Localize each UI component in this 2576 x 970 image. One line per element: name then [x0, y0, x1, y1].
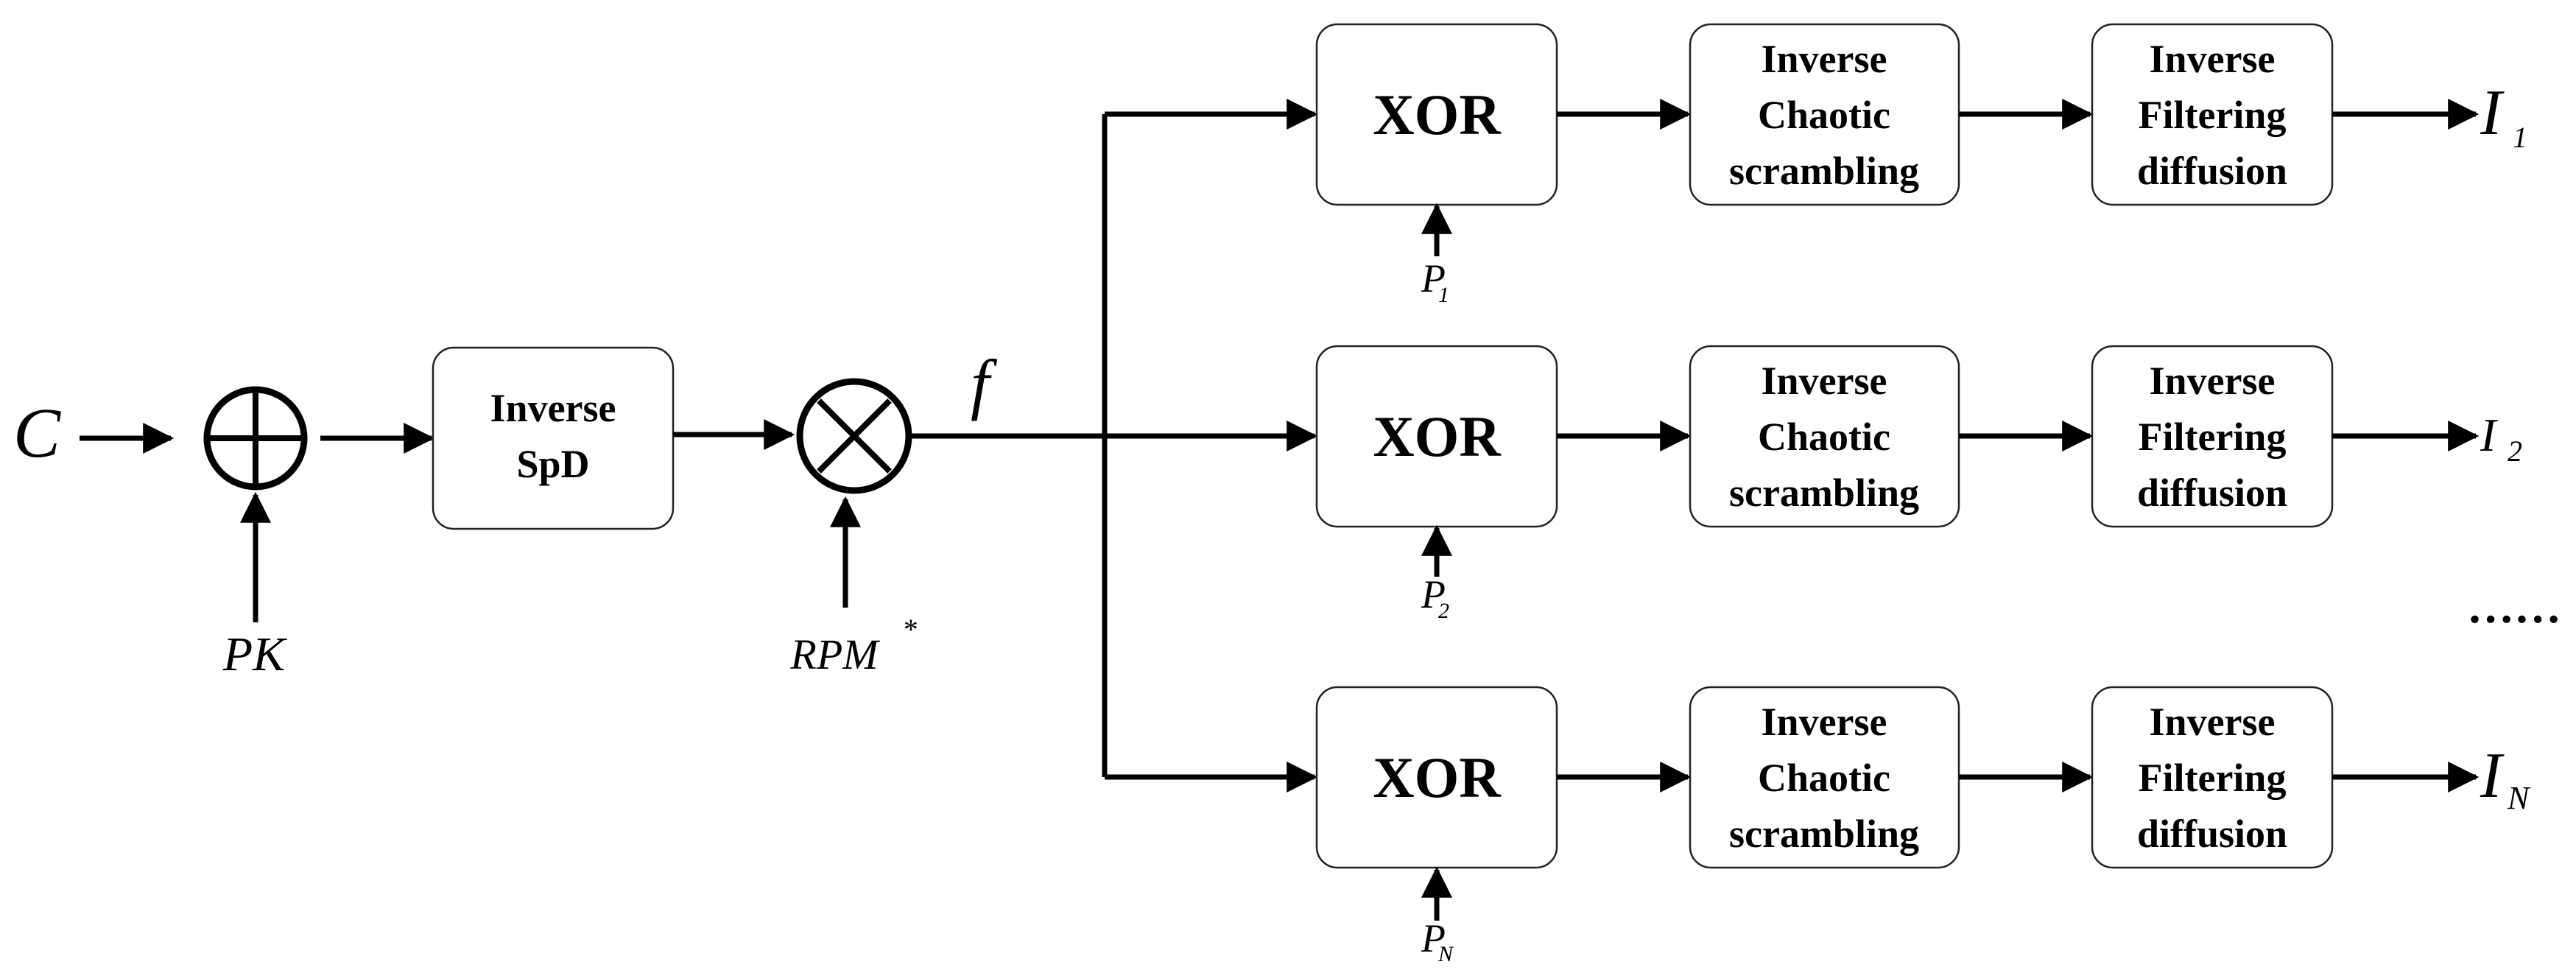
branch-1-scramble-line-1: Inverse: [1762, 37, 1887, 81]
branch-1-output-sub: 1: [2513, 121, 2527, 154]
inverse-spd-box: [432, 346, 675, 530]
signal-f-label: f: [971, 346, 998, 421]
branch-n-key-sub: N: [1437, 942, 1454, 966]
branch-1-output-base: I: [2480, 77, 2505, 149]
branch-1-diffusion-line-3: diffusion: [2137, 149, 2287, 193]
branch-1-key-sub: 1: [1438, 283, 1449, 307]
branch-n-diffusion-line-1: Inverse: [2150, 700, 2276, 744]
branch-n-scramble-line-2: Chaotic: [1758, 756, 1890, 800]
branch-1: XOR P 1 Inverse Chaotic scrambling Inver…: [1105, 23, 2527, 307]
branch-2-diffusion-line-1: Inverse: [2150, 359, 2276, 403]
pk-label: PK: [222, 628, 287, 681]
input-label: C: [13, 393, 61, 472]
branch-1-key-base: P: [1421, 256, 1446, 301]
branch-2-diffusion-line-3: diffusion: [2137, 471, 2287, 515]
inverse-spd-line-1: Inverse: [490, 386, 616, 430]
branch-2-key-base: P: [1421, 572, 1446, 616]
branch-2-output-base: I: [2480, 409, 2498, 461]
branch-n-key-base: P: [1421, 916, 1446, 960]
inverse-spd-line-2: SpD: [516, 442, 589, 486]
key-addition-node: [203, 386, 308, 491]
branch-1-scramble-line-3: scrambling: [1729, 149, 1919, 193]
branch-2-scramble-line-3: scrambling: [1729, 471, 1919, 515]
branch-2-key-sub: 2: [1438, 599, 1449, 623]
branch-1-diffusion-line-1: Inverse: [2150, 37, 2276, 81]
branch-1-diffusion-line-2: Filtering: [2139, 93, 2287, 137]
branch-2-scramble-line-2: Chaotic: [1758, 415, 1890, 459]
branch-n-output-sub: N: [2507, 780, 2531, 816]
branch-n-diffusion-line-2: Filtering: [2139, 756, 2287, 800]
branch-2-output-sub: 2: [2508, 435, 2522, 468]
rpm-superscript: *: [902, 613, 917, 646]
branch-2-diffusion-line-2: Filtering: [2139, 415, 2287, 459]
branch-n-scramble-line-3: scrambling: [1729, 812, 1919, 856]
branch-2-scramble-line-1: Inverse: [1762, 359, 1887, 403]
mask-multiply-node: [796, 378, 912, 494]
branch-n-xor-label: XOR: [1373, 745, 1502, 809]
branch-n-output-base: I: [2480, 740, 2505, 812]
ellipsis: ……: [2467, 580, 2561, 633]
branch-2-xor-label: XOR: [1373, 404, 1502, 468]
branch-n-diffusion-line-3: diffusion: [2137, 812, 2287, 856]
branch-n: XOR P N Inverse Chaotic scrambling Inver…: [1105, 686, 2531, 966]
branch-1-scramble-line-2: Chaotic: [1758, 93, 1890, 137]
branch-2: XOR P 2 Inverse Chaotic scrambling Inver…: [1105, 345, 2522, 623]
branch-n-scramble-line-1: Inverse: [1762, 700, 1887, 744]
rpm-label: RPM: [789, 630, 880, 678]
branch-1-xor-label: XOR: [1373, 82, 1502, 147]
